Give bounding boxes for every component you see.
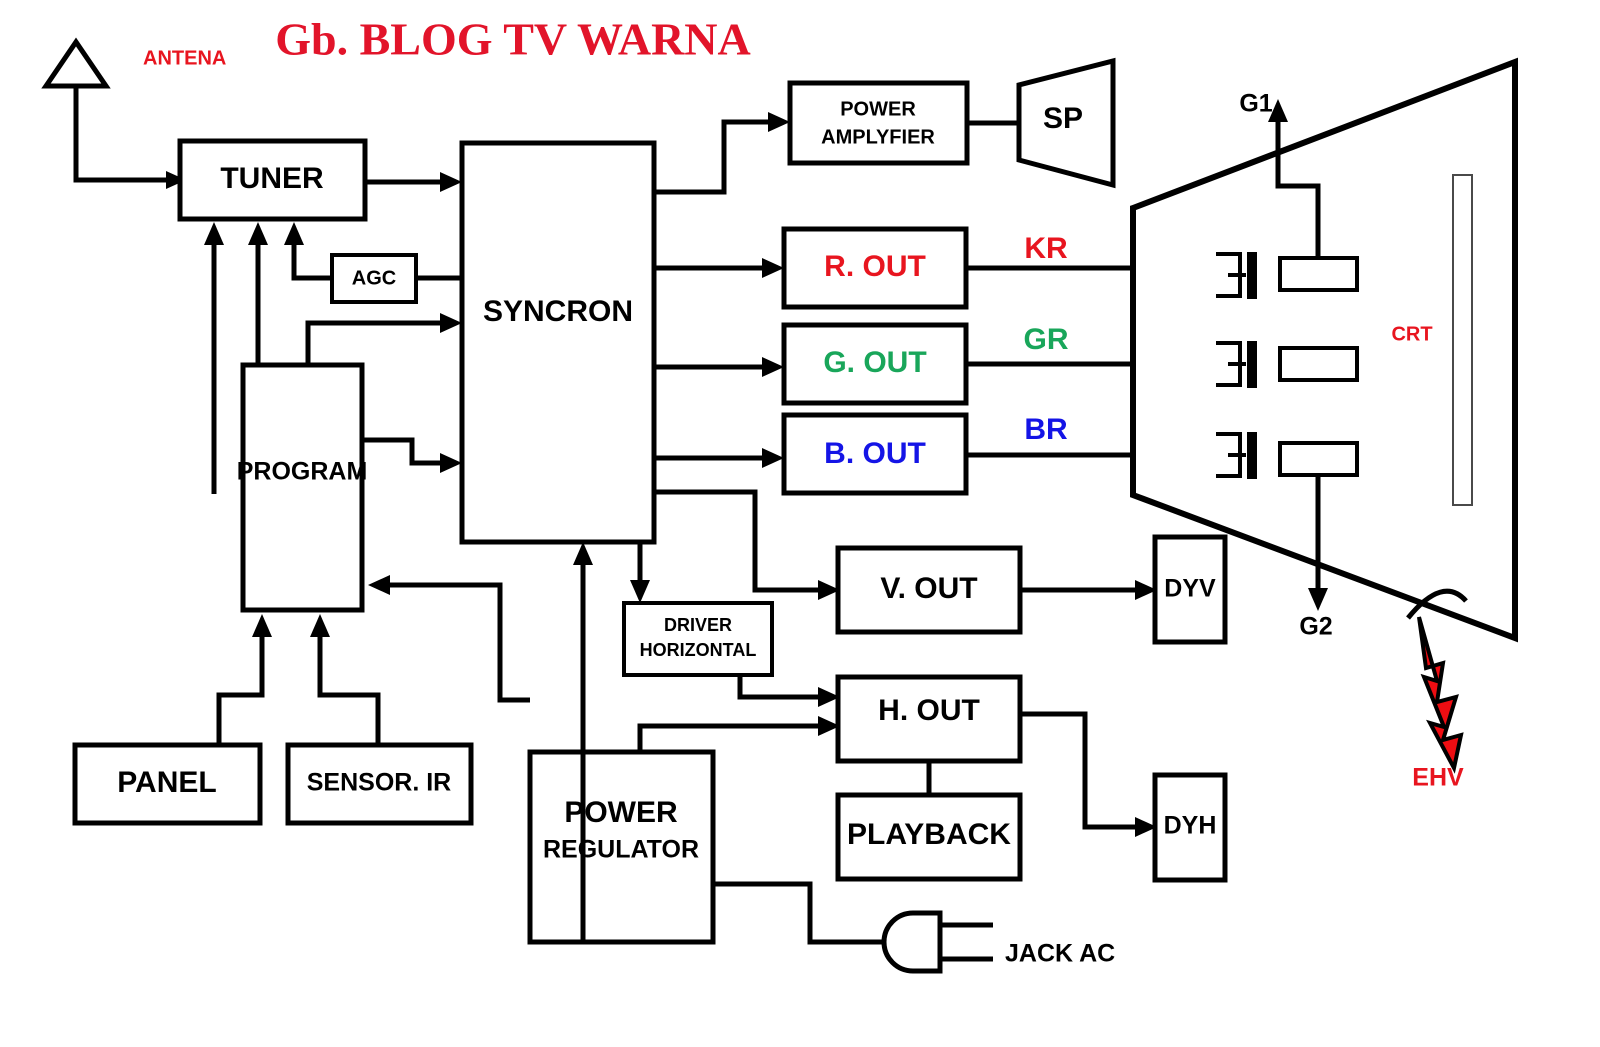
block-driver-horizontal[interactable]: DRIVER HORIZONTAL xyxy=(622,601,774,677)
block-sensor-ir[interactable]: SENSOR. IR xyxy=(285,742,474,826)
crt-g1-label: G1 xyxy=(1239,90,1272,118)
crt-g2-connection xyxy=(1308,475,1328,611)
page-title: Gb. BLOG TV WARNA xyxy=(275,14,750,65)
block-syncron-label: SYNCRON xyxy=(483,295,633,328)
block-v-out-label: V. OUT xyxy=(880,572,977,605)
wire-agc-to-tuner xyxy=(284,222,332,281)
block-dyh[interactable]: DYH xyxy=(1152,772,1228,883)
signal-label-gr: GR xyxy=(1024,323,1069,356)
crt-cathode-gun-blue xyxy=(1216,432,1257,479)
wire-sensorir-to-program xyxy=(310,614,381,745)
block-tuner-label: TUNER xyxy=(220,162,324,195)
wire-vout-to-dyv xyxy=(1020,580,1157,600)
block-h-out[interactable]: H. OUT xyxy=(835,674,1023,764)
signal-label-kr: KR xyxy=(1024,232,1068,265)
block-program-label: PROGRAM xyxy=(237,458,368,486)
signal-label-br: BR xyxy=(1024,413,1068,446)
block-b-out[interactable]: B. OUT xyxy=(781,412,969,496)
block-power-regulator[interactable]: POWER REGULATOR xyxy=(527,749,716,945)
wire-program-to-tuner-2 xyxy=(248,222,268,370)
block-program[interactable]: PROGRAM xyxy=(237,362,368,613)
wire-powerreg-to-hout xyxy=(637,716,840,752)
wire-program-to-syncron-2 xyxy=(362,437,462,473)
block-dyv[interactable]: DYV xyxy=(1152,534,1228,645)
block-power-amplifier-sublabel: AMPLYFIER xyxy=(821,126,935,148)
block-v-out[interactable]: V. OUT xyxy=(835,545,1023,635)
wire-driverhoriz-to-hout xyxy=(737,675,840,707)
wire-program-to-syncron-1 xyxy=(305,313,462,370)
block-agc-label: AGC xyxy=(352,267,396,289)
crt-envelope xyxy=(1130,57,1518,643)
block-g-out-label: G. OUT xyxy=(823,346,926,379)
block-power-regulator-sublabel: REGULATOR xyxy=(543,836,699,864)
crt-g2-label: G2 xyxy=(1299,613,1332,641)
block-dyv-label: DYV xyxy=(1164,575,1216,603)
crt-screen-bar xyxy=(1452,174,1473,506)
wire-syncron-to-vout xyxy=(654,489,840,600)
block-g-out[interactable]: G. OUT xyxy=(781,322,969,406)
wire-syncron-to-poweramp xyxy=(654,112,790,195)
block-syncron[interactable]: SYNCRON xyxy=(459,140,657,545)
crt-grid-plate-2 xyxy=(1278,346,1359,382)
wire-panel-to-program xyxy=(216,614,272,745)
crt-grid-plate-1 xyxy=(1278,256,1359,292)
block-playback-label: PLAYBACK xyxy=(847,818,1011,851)
crt-label: CRT xyxy=(1391,323,1432,345)
block-h-out-label: H. OUT xyxy=(878,694,980,727)
wire-syncron-to-rout xyxy=(654,258,784,278)
block-driver-horizontal-label: DRIVER xyxy=(664,615,732,635)
block-r-out-label: R. OUT xyxy=(824,250,926,283)
block-dyh-label: DYH xyxy=(1164,812,1217,840)
wire-program-to-tuner-1 xyxy=(204,222,224,494)
block-playback[interactable]: PLAYBACK xyxy=(835,792,1023,882)
wire-tuner-to-syncron xyxy=(365,172,462,192)
antenna-label: ANTENA xyxy=(143,47,226,69)
speaker-symbol: SP xyxy=(1016,57,1116,189)
crt-g1-connection xyxy=(1268,99,1321,258)
wire-syncron-to-driverhoriz xyxy=(630,542,650,603)
block-r-out[interactable]: R. OUT xyxy=(781,226,969,310)
wire-powerreg-to-program xyxy=(368,575,530,703)
crt-cathode-gun-green xyxy=(1216,341,1257,388)
ehv-label: EHV xyxy=(1412,764,1464,792)
crt-grid-plate-3 xyxy=(1278,441,1359,477)
jack-ac-label: JACK AC xyxy=(1005,940,1115,968)
wire-powerreg-to-syncron xyxy=(573,542,593,942)
wire-hout-to-dyh xyxy=(1020,711,1157,837)
block-tuner[interactable]: TUNER xyxy=(177,138,368,222)
block-sensor-ir-label: SENSOR. IR xyxy=(307,769,451,797)
crt-cathode-gun-red xyxy=(1216,252,1257,299)
ac-plug-symbol xyxy=(881,910,993,974)
block-driver-horizontal-sublabel: HORIZONTAL xyxy=(640,640,757,660)
block-panel-label: PANEL xyxy=(117,766,216,799)
ehv-lightning-bolt xyxy=(1417,616,1464,774)
block-power-amplifier[interactable]: POWER AMPLYFIER xyxy=(787,80,970,166)
antenna-symbol xyxy=(41,37,186,189)
block-panel[interactable]: PANEL xyxy=(72,742,263,826)
block-b-out-label: B. OUT xyxy=(824,437,926,470)
wire-syncron-to-bout xyxy=(654,448,784,468)
wire-syncron-to-gout xyxy=(654,357,784,377)
block-power-amplifier-label: POWER xyxy=(840,98,916,120)
wire-powerreg-to-jack xyxy=(713,881,905,945)
block-agc[interactable]: AGC xyxy=(330,253,418,304)
speaker-label: SP xyxy=(1043,102,1083,135)
